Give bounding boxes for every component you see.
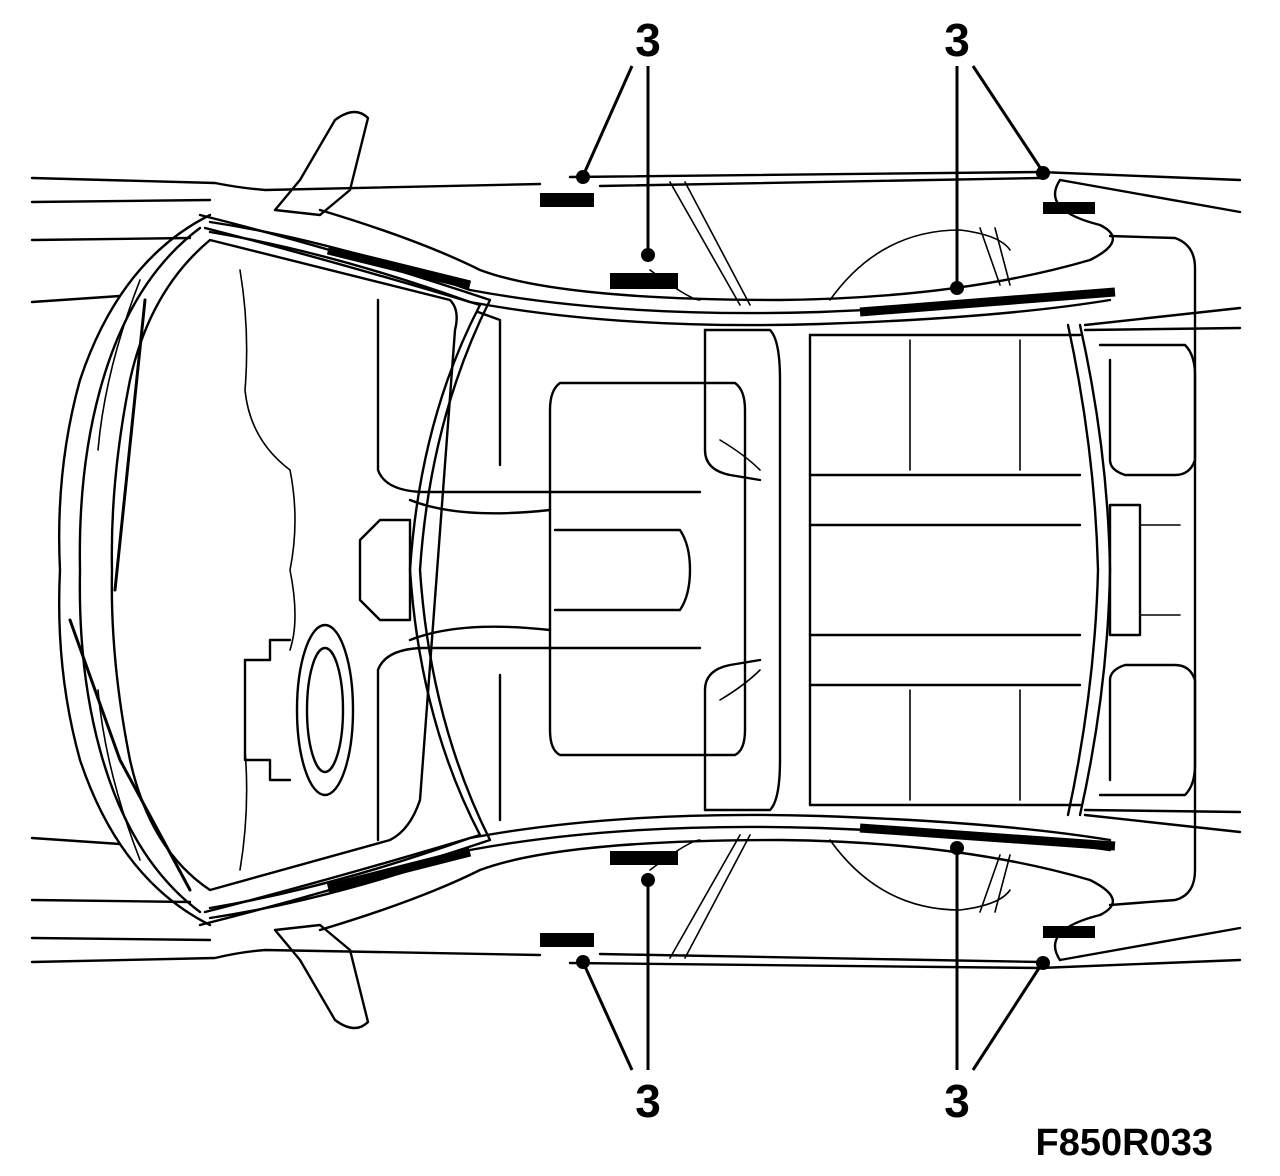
marker-bottom-front-outer (540, 933, 594, 947)
callout-bottom-front: 3 (635, 1075, 661, 1127)
figure-code: F850R033 (1036, 1122, 1213, 1164)
car-body-outline (30, 170, 1242, 970)
callout-top-front: 3 (635, 14, 661, 66)
roof-rails (208, 178, 1116, 962)
interior (243, 181, 1197, 959)
side-mirrors (273, 110, 370, 1030)
marker-bottom-front-inner (610, 851, 678, 865)
callout-leaders (576, 65, 1050, 1071)
marker-bottom-rear (1043, 926, 1095, 938)
marker-top-rear (1043, 202, 1095, 214)
marker-top-front-inner (610, 273, 678, 289)
marker-top-front-outer (540, 193, 594, 207)
callout-top-rear: 3 (944, 14, 970, 66)
callout-bottom-rear: 3 (944, 1075, 970, 1127)
location-markers (540, 193, 1095, 947)
